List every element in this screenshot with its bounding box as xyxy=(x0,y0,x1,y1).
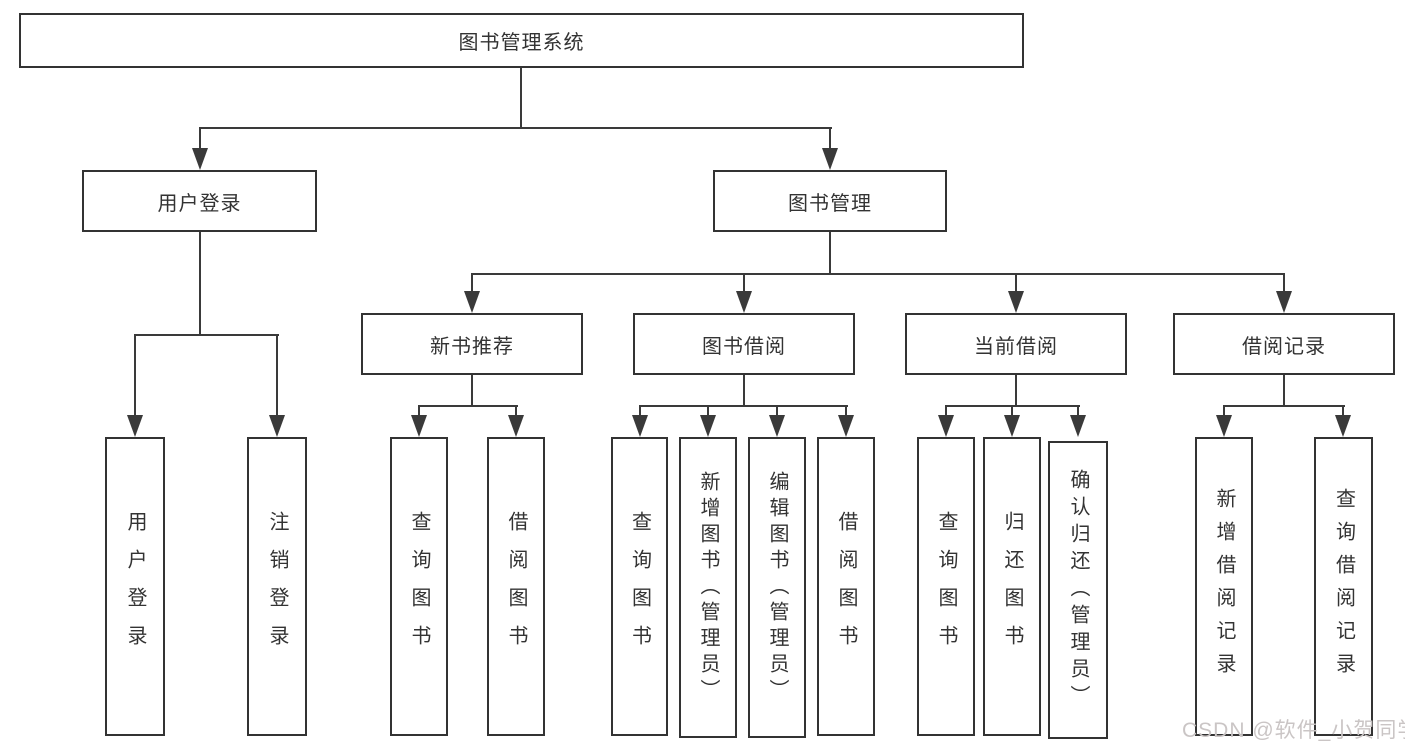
arrow-down-icon xyxy=(1276,291,1292,313)
arrow-down-icon xyxy=(632,415,648,437)
connector-root-stub xyxy=(520,68,522,129)
connector-stub xyxy=(1283,375,1285,407)
arrow-down-icon xyxy=(1216,415,1232,437)
arrow-down-icon xyxy=(736,291,752,313)
arrow-down-icon xyxy=(508,415,524,437)
connector-stem xyxy=(845,405,847,418)
connector-stem xyxy=(276,334,278,417)
connector-stem xyxy=(945,405,947,418)
arrow-down-icon xyxy=(938,415,954,437)
arrow-down-icon xyxy=(269,415,285,437)
connector-l1-l2 xyxy=(199,127,832,129)
connector-user-login-stub xyxy=(199,232,201,336)
arrow-down-icon xyxy=(192,148,208,170)
connector-stem xyxy=(743,273,745,293)
connector-stem xyxy=(1342,405,1344,418)
connector-stub xyxy=(471,375,473,407)
leaf-label: 用户登录 xyxy=(124,510,146,663)
leaf-label: 新增借阅记录 xyxy=(1213,487,1235,686)
arrow-down-icon xyxy=(1335,415,1351,437)
connector-stem xyxy=(418,405,420,418)
arrow-down-icon xyxy=(838,415,854,437)
connector-stub xyxy=(1015,375,1017,407)
arrow-down-icon xyxy=(1008,291,1024,313)
arrow-down-icon xyxy=(822,148,838,170)
node-book-borrow: 图书借阅 xyxy=(633,313,855,375)
leaf-current-confirm-return: 确认归还（管理员） xyxy=(1048,441,1108,739)
node-new-book-recommend: 新书推荐 xyxy=(361,313,583,375)
leaf-label: 查询借阅记录 xyxy=(1332,487,1355,686)
leaf-records-query-record: 查询借阅记录 xyxy=(1314,437,1373,736)
leaf-user-login: 用户登录 xyxy=(105,437,165,736)
leaf-borrow-query-book: 查询图书 xyxy=(611,437,668,736)
leaf-label: 归还图书 xyxy=(1001,510,1023,663)
leaf-current-query-book: 查询图书 xyxy=(917,437,975,736)
arrow-down-icon xyxy=(769,415,785,437)
arrow-down-icon xyxy=(1004,415,1020,437)
node-root: 图书管理系统 xyxy=(19,13,1024,68)
connector-stem xyxy=(1283,273,1285,293)
connector-stem xyxy=(1223,405,1225,418)
arrow-down-icon xyxy=(700,415,716,437)
connector-stem xyxy=(776,405,778,418)
node-current-borrow: 当前借阅 xyxy=(905,313,1127,375)
leaf-label: 借阅图书 xyxy=(835,510,857,663)
connector-user-login-split xyxy=(134,334,279,336)
leaf-label: 新增图书（管理员） xyxy=(697,470,719,705)
leaf-borrow-edit-book: 编辑图书（管理员） xyxy=(748,437,806,738)
connector-stem xyxy=(471,273,473,293)
connector-stub xyxy=(743,375,745,407)
leaf-current-return-book: 归还图书 xyxy=(983,437,1041,736)
arrow-down-icon xyxy=(1070,415,1086,437)
leaf-label: 注销登录 xyxy=(266,510,288,663)
connector-stem xyxy=(199,127,201,152)
leaf-label: 查询图书 xyxy=(628,510,651,663)
connector-stem xyxy=(829,127,831,152)
leaf-label: 查询图书 xyxy=(408,510,430,663)
connector-stem xyxy=(707,405,709,418)
arrow-down-icon xyxy=(127,415,143,437)
leaf-label: 编辑图书（管理员） xyxy=(766,470,788,705)
node-user-login: 用户登录 xyxy=(82,170,317,232)
connector-stem xyxy=(515,405,517,418)
arrow-down-icon xyxy=(464,291,480,313)
leaf-borrow-borrow-book: 借阅图书 xyxy=(817,437,875,736)
connector-stem xyxy=(1015,273,1017,293)
connector-split-recommend xyxy=(418,405,518,407)
node-book-management: 图书管理 xyxy=(713,170,947,232)
leaf-records-add-record: 新增借阅记录 xyxy=(1195,437,1253,736)
connector-l2-l3 xyxy=(471,273,1285,275)
connector-stem xyxy=(639,405,641,418)
connector-split-borrow-records xyxy=(1223,405,1345,407)
connector-book-mgmt-stub xyxy=(829,232,831,275)
leaf-borrow-add-book: 新增图书（管理员） xyxy=(679,437,737,738)
leaf-logout: 注销登录 xyxy=(247,437,307,736)
connector-stem xyxy=(1011,405,1013,418)
leaf-recommend-query-book: 查询图书 xyxy=(390,437,448,736)
arrow-down-icon xyxy=(411,415,427,437)
connector-split-book-borrow xyxy=(639,405,848,407)
csdn-watermark: CSDN @软件_小贺同学 xyxy=(1182,719,1405,742)
connector-stem xyxy=(1077,405,1079,418)
node-borrow-records: 借阅记录 xyxy=(1173,313,1395,375)
leaf-label: 查询图书 xyxy=(935,510,957,663)
leaf-label: 确认归还（管理员） xyxy=(1067,468,1089,712)
leaf-label: 借阅图书 xyxy=(505,510,527,663)
leaf-recommend-borrow-book: 借阅图书 xyxy=(487,437,545,736)
connector-stem xyxy=(134,334,136,417)
